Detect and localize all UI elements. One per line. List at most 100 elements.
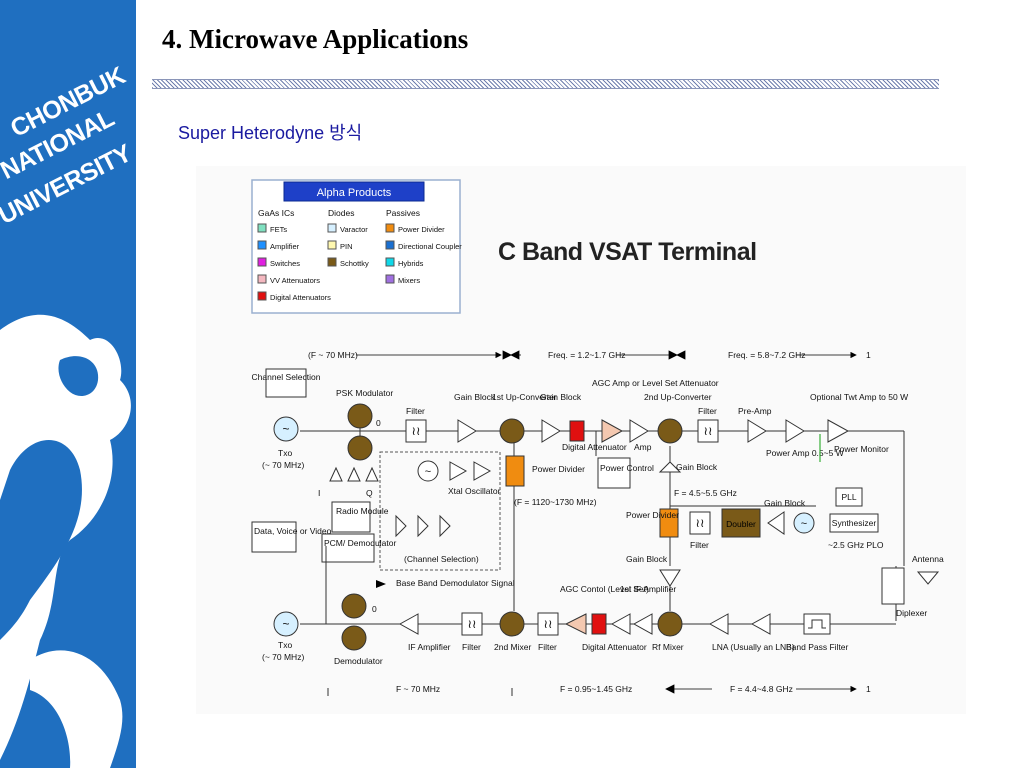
- label-data-voice: Data, Voice or Video: [254, 526, 332, 536]
- label-xtal-osc: Xtal Oscillator: [448, 486, 501, 496]
- label-synth: Synthesizer: [832, 518, 877, 528]
- label-i: I: [318, 488, 320, 498]
- legend-item-label: Amplifier: [270, 242, 300, 251]
- label-pre-amp: Pre-Amp: [738, 406, 772, 416]
- label-power-divider2: Power Divider: [626, 510, 679, 520]
- legend-item-label: Schottky: [340, 259, 369, 268]
- psk-input-amps: [329, 466, 379, 482]
- filter1-box: [405, 419, 427, 443]
- sidebar-logo-figure: [0, 314, 131, 768]
- rx-oscillator-icon: [273, 611, 299, 637]
- psk-mixer-bottom-icon: [347, 435, 373, 461]
- bpf-box: [803, 613, 831, 635]
- amp-icon: [629, 419, 649, 443]
- label-filter5: Filter: [538, 642, 557, 652]
- legend-item-label: VV Attenuators: [270, 276, 320, 285]
- label-rf-mixer: Rf Mixer: [652, 642, 684, 652]
- freq-top-12: Freq. = 1.2~1.7 GHz: [548, 350, 625, 360]
- power-divider2-icon: [659, 508, 679, 538]
- label-antenna: Antenna: [912, 554, 944, 564]
- legend-swatch: [385, 223, 395, 233]
- baseband-arrow-icon: [376, 580, 386, 588]
- label-optional-twt: Optional Twt Amp to 50 W: [810, 392, 908, 402]
- power-amp-icon: [785, 419, 805, 443]
- legend-item-label: Power Divider: [398, 225, 445, 234]
- legend-swatch: [257, 274, 267, 284]
- pre-amp-icon: [747, 419, 767, 443]
- legend-col3-header: Passives: [386, 208, 420, 218]
- label-if-amp1: 1st IF Amplifier: [620, 584, 676, 594]
- xtal-sine-icon: ~: [425, 466, 431, 478]
- legend-swatch: [385, 240, 395, 250]
- if-amp1-icon: [610, 613, 653, 635]
- label-up-conv1: 1st Up-Converter: [492, 392, 557, 402]
- legend-swatch: [257, 223, 267, 233]
- label-tx0-bot-freq: (~ 70 MHz): [262, 652, 304, 662]
- filter4-box: [461, 612, 483, 636]
- synthesizer-box: [829, 513, 879, 533]
- agc-control-icon: [564, 613, 587, 635]
- label-zero-top: 0: [376, 418, 381, 428]
- label-lna: LNA (Usually an LNB): [712, 642, 795, 652]
- label-gain-block1: Gain Block: [454, 392, 496, 402]
- gain-block4-icon: [767, 511, 785, 535]
- legend-swatch: [385, 257, 395, 267]
- legend-title: Alpha Products: [317, 187, 392, 199]
- diagram-heading: C Band VSAT Terminal: [498, 238, 757, 266]
- label-mixer2: 2nd Mixer: [494, 642, 531, 652]
- legend-swatch: [257, 291, 267, 301]
- data-voice-box: [251, 521, 297, 553]
- legend-box: Alpha Products GaAs ICs Diodes Passives …: [251, 179, 462, 314]
- power-divider1-icon: [505, 455, 525, 487]
- lna-icon: [708, 613, 771, 635]
- plo-sine-icon: ~: [801, 518, 807, 530]
- label-ghz-plo: ~2.5 GHz PLO: [828, 540, 884, 550]
- label-pcm-demod: PCM/ Demodulator: [324, 538, 396, 548]
- legend-swatch: [257, 257, 267, 267]
- label-tx0-top: Txo: [278, 448, 292, 458]
- label-power-divider1: Power Divider: [532, 464, 585, 474]
- label-filter4: Filter: [462, 642, 481, 652]
- if-amp-icon: [398, 613, 419, 635]
- freq-top-70: (F ~ 70 MHz): [308, 350, 358, 360]
- freq-bottom-44: F = 4.4~4.8 GHz: [730, 684, 793, 694]
- label-f1120: (F = 1120~1730 MHz): [514, 497, 597, 507]
- label-doubler: Doubler: [726, 519, 756, 529]
- freq-top-58: Freq. = 5.8~7.2 GHz: [728, 350, 805, 360]
- label-psk-modulator: PSK Modulator: [336, 388, 393, 398]
- legend-swatch: [327, 223, 337, 233]
- xtal-oscillator-box: [379, 451, 501, 571]
- psk-mixer-top-icon: [347, 403, 373, 429]
- doubler-box: [721, 508, 761, 538]
- label-tx0-top-freq: (~ 70 MHz): [262, 460, 304, 470]
- demod-mixer-top-icon: [341, 593, 367, 619]
- up-converter2-icon: [657, 418, 683, 444]
- rf-mixer-icon: [657, 611, 683, 637]
- legend-item-label: FETs: [270, 225, 287, 234]
- label-zero-bot: 0: [372, 604, 377, 614]
- mixer2-icon: [499, 611, 525, 637]
- label-tx0-bot: Txo: [278, 640, 292, 650]
- page-subtitle: Super Heterodyne 방식: [178, 123, 363, 143]
- plo-oscillator-icon: [793, 512, 815, 534]
- page-title: 4. Microwave Applications: [162, 24, 469, 54]
- xtal-amps-icon: [449, 461, 492, 481]
- filter3-box: [689, 511, 711, 535]
- legend-swatch: [327, 240, 337, 250]
- label-channel-selection: Channel Selection: [252, 372, 321, 382]
- pcm-demod-box: [321, 533, 375, 563]
- label-filter1: Filter: [406, 406, 425, 416]
- label-gain-block5: Gain Block: [626, 554, 668, 564]
- rx-sine-icon: ~: [282, 617, 289, 631]
- label-power-amp: Power Amp 0.5~5 W: [766, 448, 844, 458]
- label-channel-sel2: (Channel Selection): [404, 554, 479, 564]
- legend-swatch: [385, 274, 395, 284]
- filter3-icon: ≀≀: [696, 516, 705, 530]
- antenna-icon: [916, 571, 940, 585]
- legend-swatch: [257, 240, 267, 250]
- freq-bottom-70: F ~ 70 MHz: [396, 684, 440, 694]
- vsat-block-diagram: Alpha Products GaAs ICs Diodes Passives …: [196, 166, 966, 714]
- label-if-amplifier: IF Amplifier: [408, 642, 451, 652]
- up-converter1-icon: [499, 418, 525, 444]
- filter2-box: [697, 419, 719, 443]
